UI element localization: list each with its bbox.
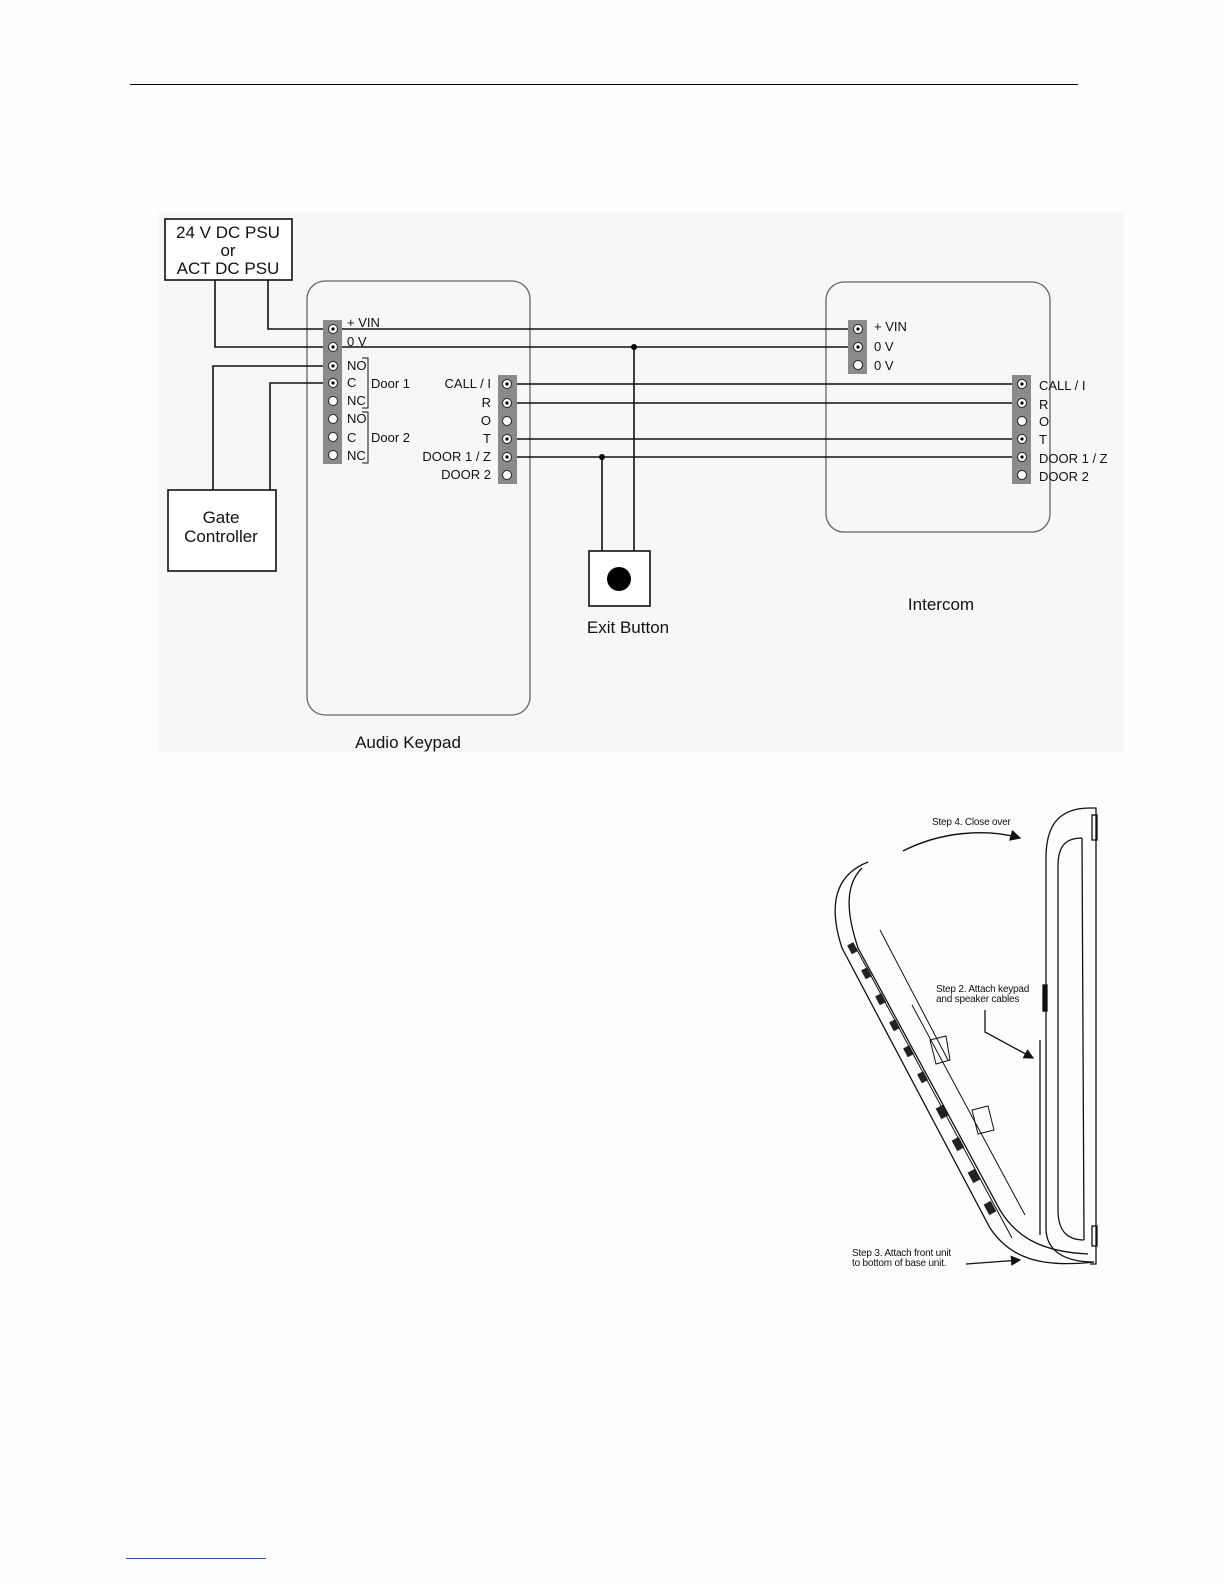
intercom-terminal-door1: DOOR 1 / Z: [1039, 451, 1108, 466]
keypad-terminal-vin: + VIN: [347, 315, 380, 330]
gate-controller-line2: Controller: [184, 527, 258, 546]
keypad-terminal-no1: NO: [347, 358, 367, 373]
psu-label-line2: or: [220, 241, 235, 260]
keypad-terminal-t: T: [483, 431, 491, 446]
close-over-arrow: [902, 829, 1022, 852]
keypad-terminal-c2: C: [347, 430, 356, 445]
front-unit: [834, 861, 1095, 1265]
step3-caption-line1: Step 3. Attach front unit: [852, 1248, 951, 1259]
intercom-terminal-o: O: [1039, 414, 1049, 429]
assembly-illustration: Step 4. Close over Step 2. Attach keypad…: [834, 807, 1098, 1269]
header-rule: [130, 84, 1078, 85]
intercom-signal-terminal-block: [1012, 375, 1031, 484]
intercom-power-terminal-block: [848, 320, 867, 374]
junction-door1: [599, 454, 605, 460]
psu-label-line3: ACT DC PSU: [177, 259, 280, 278]
keypad-terminal-0v: 0 V: [347, 334, 367, 349]
intercom-title: Intercom: [908, 595, 974, 614]
base-unit: [1039, 807, 1098, 1265]
keypad-left-terminal-block: [323, 320, 342, 464]
exit-button-label: Exit Button: [587, 618, 669, 637]
keypad-terminal-nc2: NC: [347, 448, 366, 463]
wire-0v: [214, 280, 858, 348]
intercom-housing: [825, 281, 1051, 533]
front-unit-keys: [847, 942, 997, 1216]
junction-0v: [631, 344, 637, 350]
wiring-diagram: 24 V DC PSU or ACT DC PSU Gate Controlle…: [158, 212, 1124, 752]
keypad-terminal-call: CALL / I: [445, 376, 491, 391]
intercom-terminal-door2: DOOR 2: [1039, 469, 1089, 484]
keypad-terminal-door2: DOOR 2: [441, 467, 491, 482]
gate-controller-box: Gate Controller: [167, 489, 277, 572]
wire-gate-c: [269, 382, 333, 490]
step4-caption: Step 4. Close over: [932, 817, 1012, 828]
door1-label: Door 1: [371, 376, 410, 391]
keypad-terminal-c1: C: [347, 375, 356, 390]
door-brackets: [362, 357, 369, 464]
wire-gate-no: [212, 365, 333, 490]
attach-front-arrow: [965, 1255, 1022, 1266]
intercom-terminal-t: T: [1039, 432, 1047, 447]
intercom-terminal-0v-b: 0 V: [874, 358, 894, 373]
step2-caption-line2: and speaker cables: [936, 994, 1019, 1005]
diagram-background: [158, 212, 1124, 752]
keypad-terminal-no2: NO: [347, 411, 367, 426]
psu-box: 24 V DC PSU or ACT DC PSU: [164, 218, 293, 281]
wire-vin: [267, 280, 858, 330]
gate-controller-line1: Gate: [203, 508, 240, 527]
intercom-terminal-call: CALL / I: [1039, 378, 1085, 393]
step2-caption-line1: Step 2. Attach keypad: [936, 984, 1029, 995]
keypad-terminal-o: O: [481, 413, 491, 428]
footer-rule: [126, 1558, 266, 1559]
exit-button-knob: [607, 567, 631, 591]
intercom-terminal-vin: + VIN: [874, 319, 907, 334]
audio-keypad-housing: [306, 280, 531, 716]
attach-cables-arrow: [984, 1010, 1035, 1059]
exit-button-device: Exit Button: [587, 550, 669, 637]
door2-label: Door 2: [371, 430, 410, 445]
psu-label-line1: 24 V DC PSU: [176, 223, 280, 242]
intercom-terminal-r: R: [1039, 397, 1048, 412]
keypad-right-terminal-block: [498, 375, 517, 484]
keypad-terminal-nc1: NC: [347, 393, 366, 408]
keypad-terminal-door1: DOOR 1 / Z: [422, 449, 491, 464]
intercom-terminal-0v-a: 0 V: [874, 339, 894, 354]
audio-keypad-title: Audio Keypad: [355, 733, 461, 752]
wires: [212, 280, 1022, 551]
step3-caption-line2: to bottom of base unit.: [852, 1258, 946, 1269]
keypad-terminal-r: R: [482, 395, 491, 410]
